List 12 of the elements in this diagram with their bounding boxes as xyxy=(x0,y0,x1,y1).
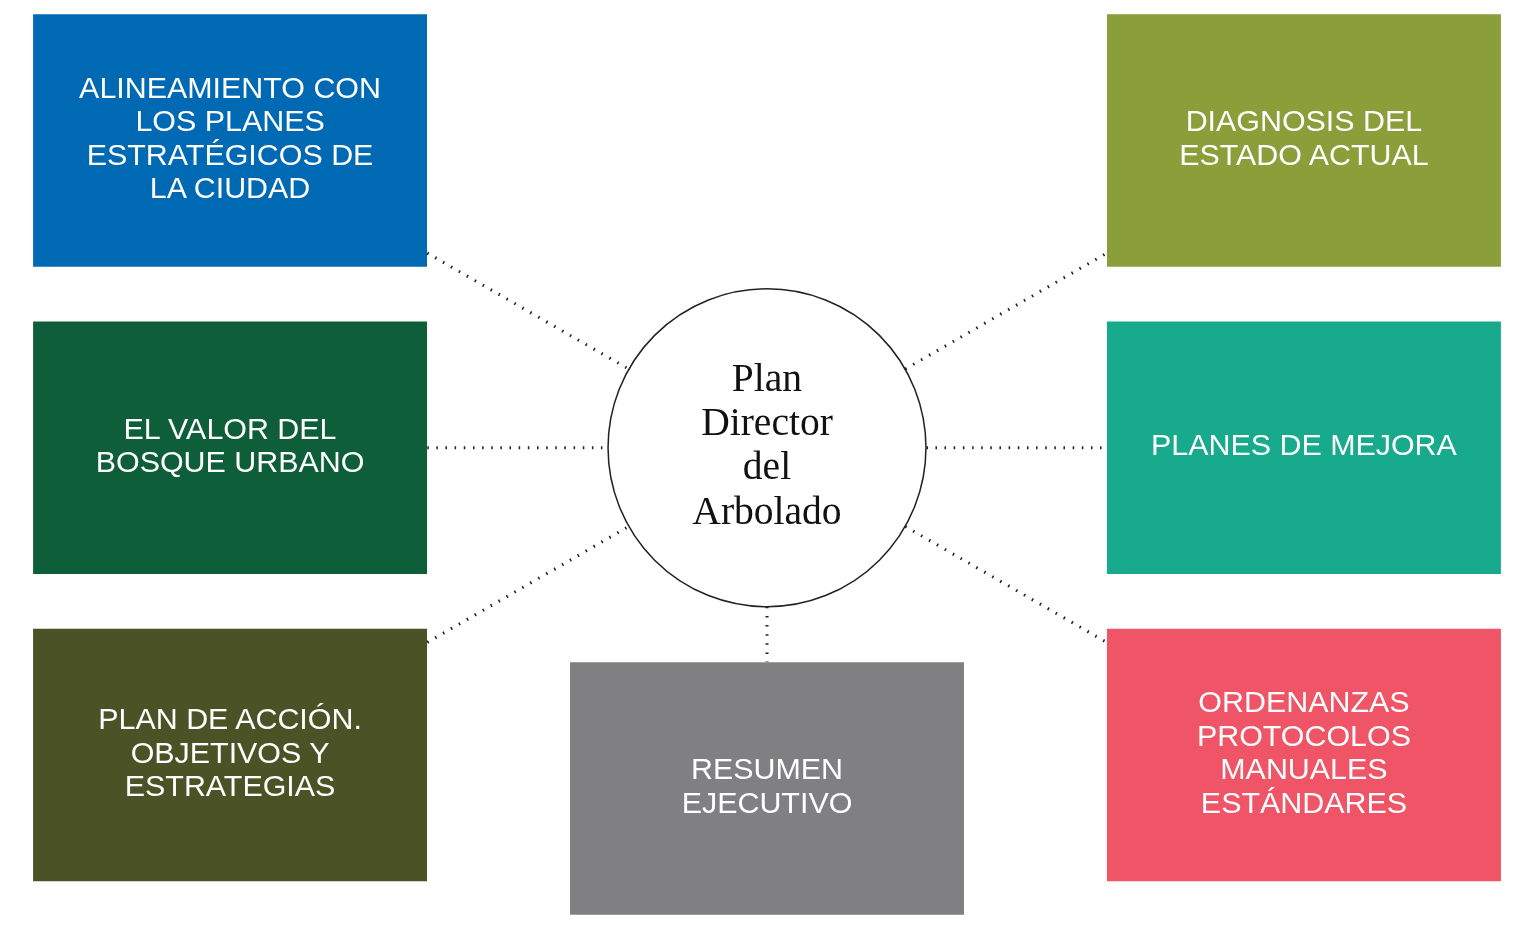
connector xyxy=(904,251,1108,371)
connector xyxy=(904,525,1108,644)
node-box: DIAGNOSIS DEL ESTADO ACTUAL xyxy=(1106,14,1501,267)
node-box: EL VALOR DEL BOSQUE URBANO xyxy=(33,321,428,574)
node-box: PLANES DE MEJORA xyxy=(1106,321,1501,574)
node-box: ALINEAMIENTO CON LOS PLANES ESTRATÉGICOS DE LA CIUDAD xyxy=(33,14,428,267)
node-circle: Plan Director del Arbolado xyxy=(607,288,927,608)
node-box: PLAN DE ACCIÓN. OBJETIVOS Y ESTRATEGIAS xyxy=(33,628,428,882)
connector xyxy=(426,251,630,371)
connector xyxy=(426,525,630,644)
node-box: RESUMEN EJECUTIVO xyxy=(570,662,964,915)
node-box: ORDENANZAS PROTOCOLOS MANUALES ESTÁNDARES xyxy=(1106,628,1501,882)
